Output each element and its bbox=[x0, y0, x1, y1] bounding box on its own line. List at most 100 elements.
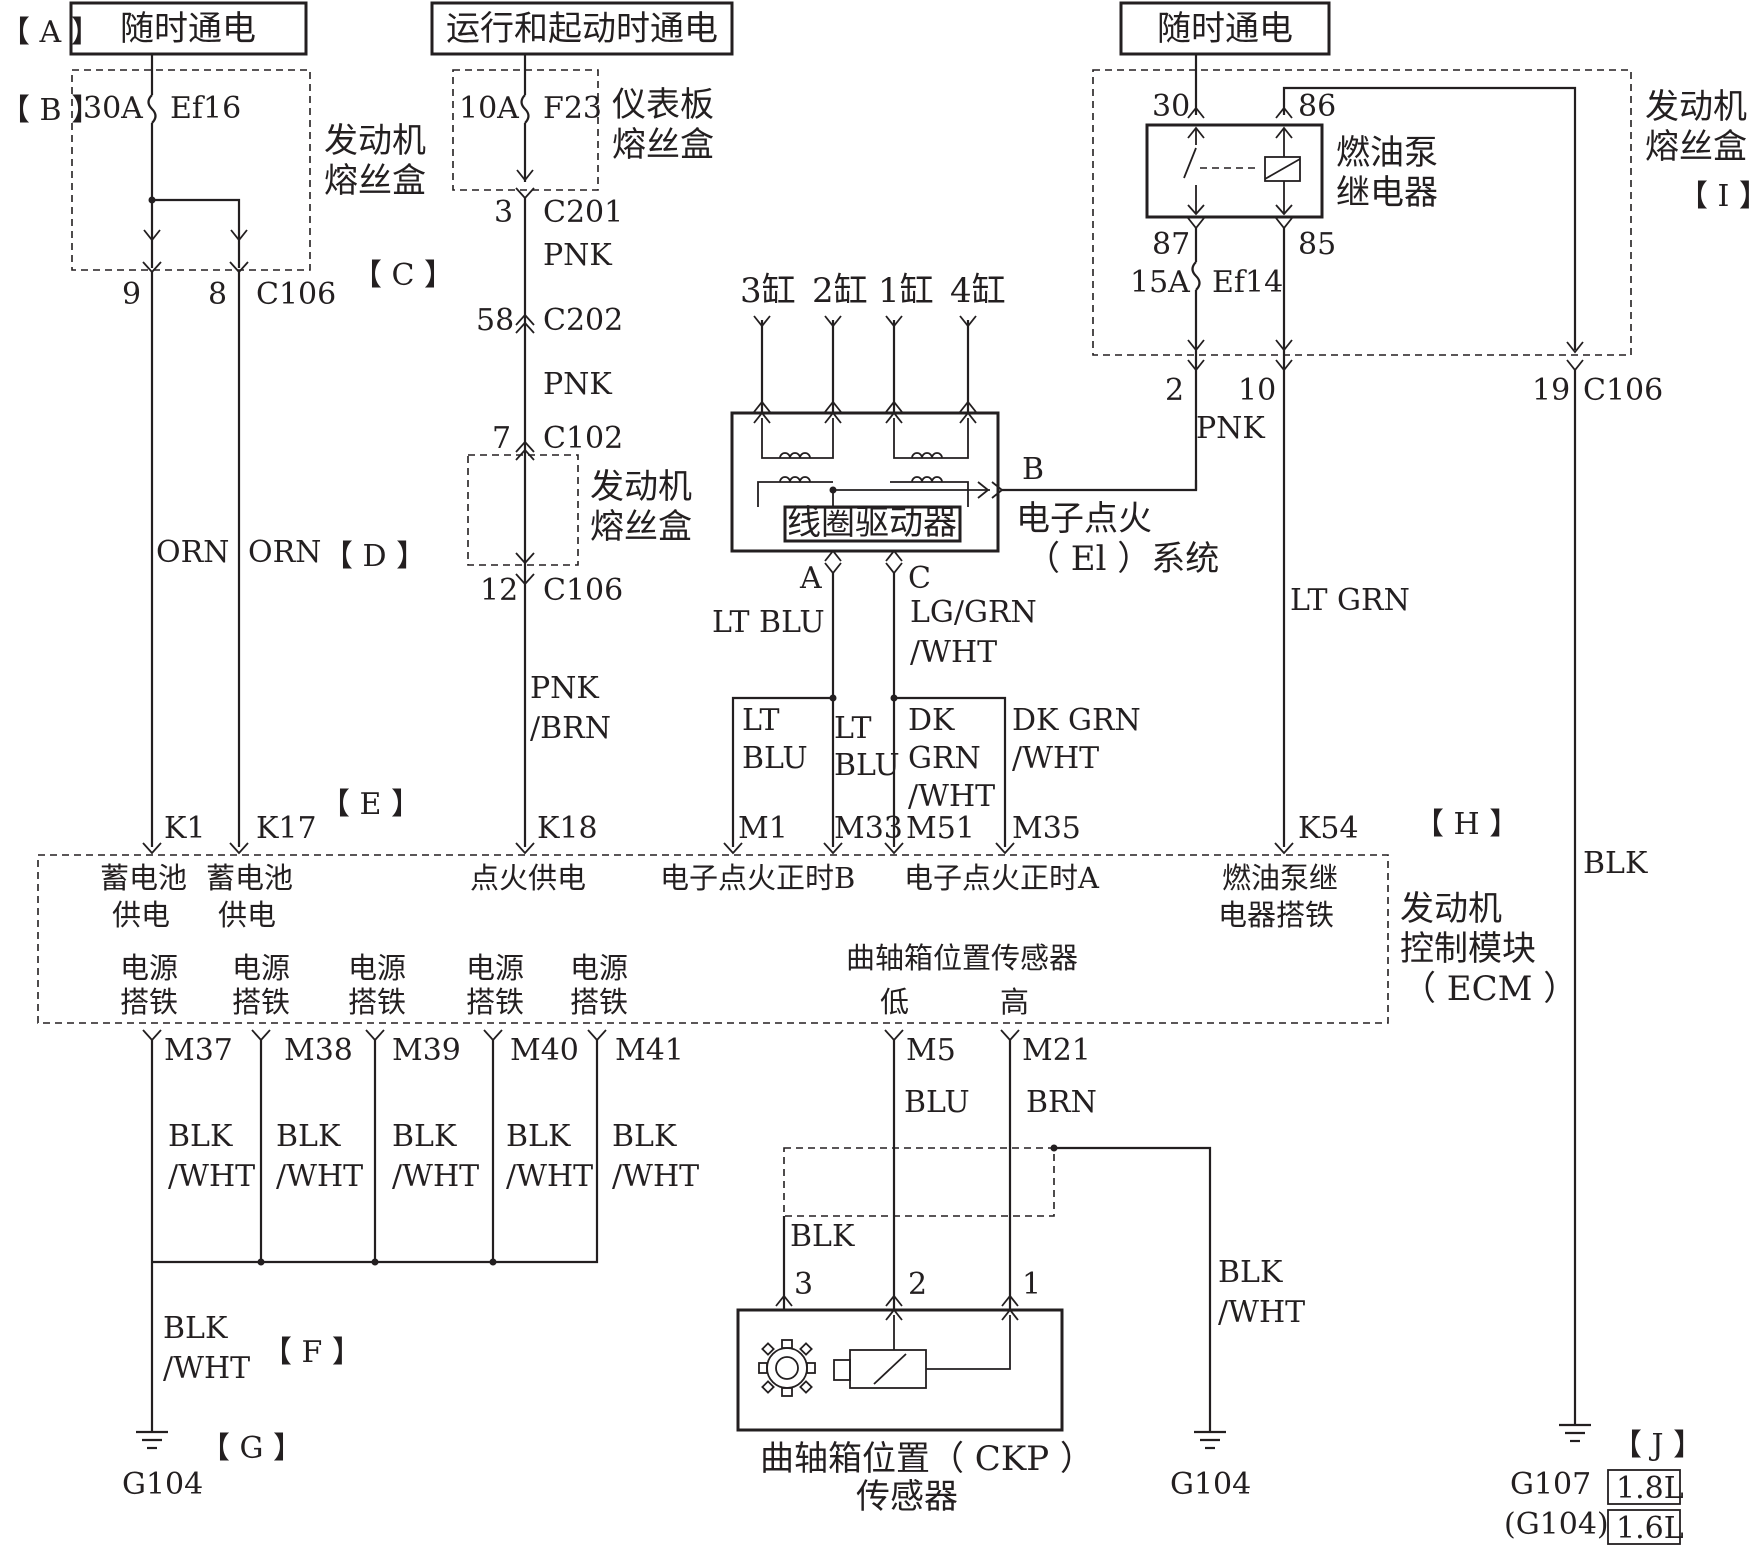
ecm-pin-k17: K17 bbox=[256, 811, 317, 846]
ecm-ckp-low-label: 低 bbox=[880, 985, 909, 1019]
c106-left-label: C106 bbox=[256, 277, 336, 312]
wire-blk-wht-f-a: BLK bbox=[163, 1311, 228, 1346]
ei-module: 线圈驱动器 bbox=[730, 411, 1000, 562]
source-box-left: 随时通电 bbox=[69, 1, 308, 56]
wire-blk-wht-g-b: /WHT bbox=[1218, 1295, 1305, 1330]
ckp-pin-2: 2 bbox=[908, 1267, 927, 1302]
ecm-k18-label: 点火供电 bbox=[470, 861, 586, 895]
wire-orn-2: ORN bbox=[248, 535, 321, 570]
relay-coil bbox=[1264, 156, 1301, 182]
c106-mid-label: C106 bbox=[543, 573, 623, 608]
ecm-k17-label-b: 供电 bbox=[218, 898, 276, 932]
marker-h: 【 H 】 bbox=[1414, 807, 1519, 842]
c102-pin: 7 bbox=[492, 421, 511, 456]
ecm-pin-m21: M21 bbox=[1022, 1033, 1091, 1068]
c106-right-pin19: 19 bbox=[1532, 373, 1570, 408]
ecm-pin-m39: M39 bbox=[392, 1033, 461, 1068]
ecm-pin-m37: M37 bbox=[164, 1033, 233, 1068]
ecm-gnd2-label-a: 电源 bbox=[232, 951, 290, 985]
c106-left-pin8: 8 bbox=[208, 277, 227, 312]
c106-right-pin10: 10 bbox=[1238, 373, 1276, 408]
ecm-gnd2-label-b: 搭铁 bbox=[232, 985, 290, 1019]
fuse-f23-rating: 10A bbox=[459, 91, 519, 126]
ckp-pin-1: 1 bbox=[1022, 1267, 1041, 1302]
c106-left-pin9: 9 bbox=[122, 277, 141, 312]
relay-switch-contact bbox=[1183, 147, 1197, 179]
fuse-box-left-line1: 发动机 bbox=[324, 121, 426, 161]
ecm-ckp-label: 曲轴箱位置传感器 bbox=[846, 941, 1078, 975]
ground-symbol-g104-mid bbox=[1194, 1430, 1226, 1450]
ecm-gnd1-label-a: 电源 bbox=[120, 951, 178, 985]
engine-fuse-box-right: 发动机 熔丝盒 bbox=[1092, 69, 1747, 356]
wire-lg-grn-1: LG/GRN bbox=[910, 595, 1037, 630]
wire-pnk-right: PNK bbox=[1196, 411, 1265, 446]
marker-d: 【 D 】 bbox=[323, 539, 426, 574]
c106-mid-pin: 12 bbox=[480, 573, 518, 608]
ecm-gnd4-label-b: 搭铁 bbox=[466, 985, 524, 1019]
ecm-k1-label-a: 蓄电池 bbox=[100, 861, 187, 895]
wire-pnk-brn-2: /BRN bbox=[530, 711, 611, 746]
engine-fuse-box-left: 30A Ef16 发动机 熔丝盒 bbox=[71, 54, 426, 271]
c202-pin: 58 bbox=[476, 303, 514, 338]
wire-blk-wht-g-a: BLK bbox=[1218, 1255, 1283, 1290]
ecm-name-line3: （ ECM ） bbox=[1402, 969, 1577, 1009]
engine-18l-label: 1.8L bbox=[1616, 1471, 1684, 1506]
ei-name-line2: （ El ）系统 bbox=[1026, 539, 1219, 579]
ecm-pin-k1: K1 bbox=[164, 811, 206, 846]
marker-i: 【 I 】 bbox=[1678, 179, 1754, 214]
fuse-box-left-line2: 熔丝盒 bbox=[324, 161, 426, 201]
ckp-name-line2: 传感器 bbox=[856, 1477, 958, 1517]
wire-lt-blu-b2: BLU bbox=[834, 748, 900, 783]
wire-lt-blu-b1: LT bbox=[834, 711, 872, 746]
coil-primary-b bbox=[911, 476, 943, 483]
fuse-box-right-line2: 熔丝盒 bbox=[1645, 127, 1747, 167]
engine-badge-18l bbox=[1607, 1469, 1681, 1505]
ecm-k1-label-b: 供电 bbox=[112, 898, 170, 932]
fuse-box-mid-line2: 熔丝盒 bbox=[590, 507, 692, 547]
ecm-ei-a-label: 电子点火正时A bbox=[904, 861, 1100, 895]
engine-fuse-box-mid: 发动机 熔丝盒 bbox=[467, 454, 692, 566]
ecm-pin-k18: K18 bbox=[537, 811, 598, 846]
source-left-label: 随时通电 bbox=[120, 9, 256, 49]
relay-pin-85: 85 bbox=[1298, 227, 1336, 262]
c201-label: C201 bbox=[543, 195, 623, 230]
ecm-pin-m5: M5 bbox=[906, 1033, 956, 1068]
wire-blk-shield: BLK bbox=[790, 1219, 855, 1254]
ecm-k54-label-a: 燃油泵继 bbox=[1222, 861, 1338, 895]
fuse-ef16-symbol bbox=[147, 94, 157, 124]
wire-blk-right: BLK bbox=[1583, 846, 1648, 881]
source-middle-label: 运行和起动时通电 bbox=[446, 9, 718, 49]
wire-dk-grn-b1: DK GRN bbox=[1012, 703, 1141, 738]
wire-blk-wht-1a: BLK bbox=[168, 1119, 233, 1154]
fuel-pump-relay: 燃油泵 继电器 bbox=[1145, 123, 1438, 219]
ecm-ckp-high-label: 高 bbox=[1000, 985, 1029, 1019]
cylinder-2-label: 2缸 bbox=[812, 271, 868, 311]
c202-label: C202 bbox=[543, 303, 623, 338]
wire-orn-1: ORN bbox=[156, 535, 229, 570]
ground-g104-paren-label: (G104) bbox=[1504, 1507, 1609, 1542]
marker-b: 【 B 】 bbox=[0, 93, 101, 128]
wire-blu: BLU bbox=[904, 1085, 970, 1120]
wire-dk-grn-a3: /WHT bbox=[908, 779, 995, 814]
ei-name-line1: 电子点火 bbox=[1016, 499, 1152, 539]
wire-dk-grn-a2: GRN bbox=[908, 741, 981, 776]
wire-blk-wht-3a: BLK bbox=[392, 1119, 457, 1154]
c106-right-label: C106 bbox=[1583, 373, 1663, 408]
ckp-pin-3: 3 bbox=[794, 1267, 813, 1302]
wire-blk-wht-f-b: /WHT bbox=[163, 1351, 250, 1386]
ground-symbol-g107 bbox=[1559, 1423, 1591, 1443]
ecm-gnd5-label-a: 电源 bbox=[570, 951, 628, 985]
marker-c: 【 C 】 bbox=[352, 258, 454, 293]
ecm-k54-label-b: 电器搭铁 bbox=[1218, 898, 1334, 932]
ecm-gnd5-label-b: 搭铁 bbox=[570, 985, 628, 1019]
ecm-pin-m51: M51 bbox=[906, 811, 975, 846]
coil-driver-label: 线圈驱动器 bbox=[787, 503, 957, 543]
coil-driver-box bbox=[783, 505, 962, 543]
marker-g: 【 G 】 bbox=[200, 1431, 303, 1466]
ecm-pin-m40: M40 bbox=[510, 1033, 579, 1068]
source-box-right: 随时通电 bbox=[1119, 1, 1331, 56]
relay-pin-30: 30 bbox=[1152, 89, 1190, 124]
source-box-middle: 运行和起动时通电 bbox=[430, 1, 734, 56]
ei-cylinder-outputs: 3缸 2缸 1缸 4缸 bbox=[740, 271, 1006, 413]
